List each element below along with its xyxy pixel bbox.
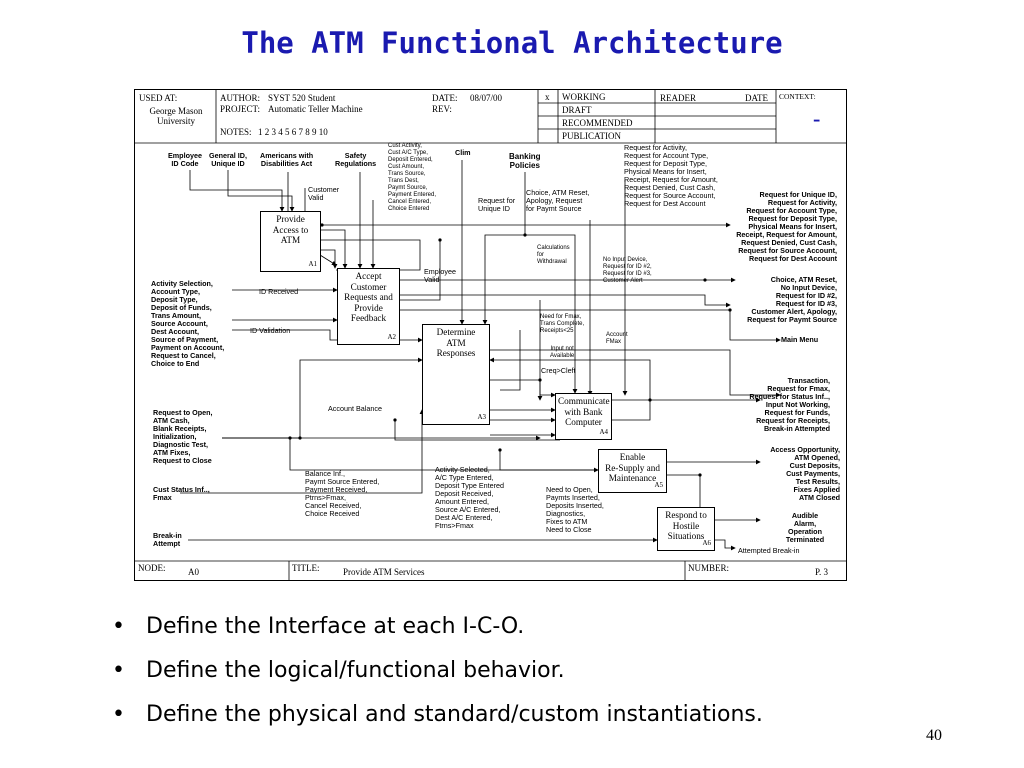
box-name: Provide Access to ATM — [272, 214, 309, 245]
used-at-label: USED AT: — [139, 93, 178, 103]
function-box-a6[interactable]: Respond to Hostile Situations A6 — [657, 507, 715, 551]
status-publication: PUBLICATION — [562, 131, 622, 141]
box-name: Respond to Hostile Situations — [665, 510, 707, 541]
box-node-id: A4 — [599, 427, 608, 436]
control-general-id: General ID, Unique ID — [209, 151, 247, 168]
label-employee-valid: Employee Valid — [424, 267, 456, 284]
label-cust-activity: Cust Activity, Cust A/C Type, Deposit En… — [388, 143, 437, 212]
label-creq-cleft: Creq>Cleft — [541, 366, 576, 375]
slide-title: The ATM Functional Architecture — [241, 26, 783, 60]
bullet-text: Define the Interface at each I-C-O. — [146, 614, 525, 639]
function-box-a2[interactable]: Accept Customer Requests and Provide Fee… — [337, 268, 400, 345]
status-working: WORKING — [562, 92, 606, 102]
label-activity-selected: Activity Selected, A/C Type Entered, Dep… — [435, 465, 504, 530]
label-request-for-activity: Request for Activity, Request for Accoun… — [624, 143, 718, 208]
box-name: Enable Re-Supply and Maintenance — [605, 452, 660, 483]
bullet-3: •Define the physical and standard/custom… — [112, 702, 763, 727]
label-attempted-break-in: Attempted Break-in — [738, 546, 800, 555]
used-at-value: George Mason University — [149, 106, 203, 126]
notes-label: NOTES: — [220, 127, 252, 137]
input-cust-status: Cust Status Inf.., Fmax — [153, 485, 210, 502]
label-account-fmax: Account FMax — [606, 332, 628, 345]
number-label: NUMBER: — [688, 563, 730, 573]
output-access-opportunity: Access Opportunity, ATM Opened, Cust Dep… — [770, 445, 840, 502]
bullet-2: •Define the logical/functional behavior. — [112, 658, 565, 683]
output-request-unique-id: Request for Unique ID, Request for Activ… — [736, 190, 837, 263]
number-value: P. 3 — [815, 567, 829, 577]
page-number: 40 — [926, 727, 942, 744]
node-value: A0 — [188, 567, 199, 577]
label-choice-atm-reset: Choice, ATM Reset, Apology, Request for … — [526, 188, 590, 213]
control-safety-regulations: Safety Regulations — [335, 151, 377, 168]
status-x-mark: x — [545, 92, 550, 102]
control-clim: Clim — [455, 148, 471, 157]
label-calculations-withdrawal: Calculations for Withdrawal — [537, 245, 570, 265]
bullet-1: •Define the Interface at each I-C-O. — [112, 614, 525, 639]
node-label: NODE: — [138, 563, 166, 573]
box-name: Communicate with Bank Computer — [558, 396, 610, 427]
label-need-for-fmax: Need for Fmax, Trans Complete, Receipts<… — [540, 314, 585, 334]
status-recommended: RECOMMENDED — [562, 118, 633, 128]
input-activity-selection: Activity Selection, Account Type, Deposi… — [151, 279, 225, 368]
date-value: 08/07/00 — [470, 93, 503, 103]
control-employee-id-code: Employee ID Code — [168, 151, 202, 168]
output-audible-alarm: Audible Alarm, Operation Terminated — [785, 511, 825, 544]
idef0-diagram-frame — [134, 89, 847, 581]
box-node-id: A2 — [387, 332, 396, 341]
status-draft: DRAFT — [562, 105, 592, 115]
input-request-to-open: Request to Open, ATM Cash, Blank Receipt… — [153, 408, 213, 465]
function-box-a3[interactable]: Determine ATM Responses A3 — [422, 324, 490, 425]
output-choice-atm-reset: Choice, ATM Reset, No Input Device, Requ… — [747, 275, 837, 324]
reader-date-label: DATE — [745, 93, 768, 103]
project-label: PROJECT: — [220, 104, 261, 114]
box-name: Accept Customer Requests and Provide Fee… — [344, 271, 393, 323]
context-mark: - — [813, 106, 821, 131]
label-need-to-open: Need to Open, Paymts Inserted, Deposits … — [546, 485, 604, 534]
context-label: CONTEXT: — [779, 92, 816, 101]
control-banking-policies: Banking Policies — [509, 152, 541, 170]
rev-label: REV: — [432, 104, 452, 114]
bullet-text: Define the logical/functional behavior. — [146, 658, 565, 683]
label-request-unique-id: Request for Unique ID — [478, 196, 516, 213]
function-box-a1[interactable]: Provide Access to ATM A1 — [260, 211, 321, 272]
function-box-a4[interactable]: Communicate with Bank Computer A4 — [555, 393, 612, 440]
title-label: TITLE: — [292, 563, 320, 573]
label-no-input-device: No Input Device, Request for ID #2, Requ… — [603, 257, 652, 284]
author-value: SYST 520 Student — [268, 93, 336, 103]
label-id-received: ID Received — [259, 287, 299, 296]
title-value: Provide ATM Services — [343, 567, 425, 577]
notes-value: 1 2 3 4 5 6 7 8 9 10 — [258, 127, 328, 137]
box-node-id: A5 — [654, 480, 663, 489]
bullet-text: Define the physical and standard/custom … — [146, 702, 763, 727]
output-main-menu: Main Menu — [781, 335, 819, 344]
box-node-id: A3 — [477, 412, 486, 421]
author-label: AUTHOR: — [220, 93, 260, 103]
project-value: Automatic Teller Machine — [268, 104, 363, 114]
control-americans-disabilities: Americans with Disabilities Act — [260, 151, 314, 168]
label-customer-valid: Customer Valid — [308, 185, 340, 202]
output-transaction: Transaction, Request for Fmax, Request f… — [749, 376, 830, 433]
label-account-balance: Account Balance — [328, 404, 382, 413]
reader-label: READER — [660, 93, 696, 103]
input-break-in-attempt: Break-in Attempt — [153, 531, 182, 548]
box-name: Determine ATM Responses — [436, 327, 476, 358]
function-box-a5[interactable]: Enable Re-Supply and Maintenance A5 — [598, 449, 667, 493]
date-label: DATE: — [432, 93, 458, 103]
label-id-validation: ID Validation — [250, 326, 291, 335]
box-node-id: A1 — [308, 259, 317, 268]
box-node-id: A6 — [702, 538, 711, 547]
label-input-not-available: Input not Available — [550, 346, 575, 359]
label-balance-inf: Balance Inf., Paymt Source Entered, Paym… — [305, 469, 380, 518]
